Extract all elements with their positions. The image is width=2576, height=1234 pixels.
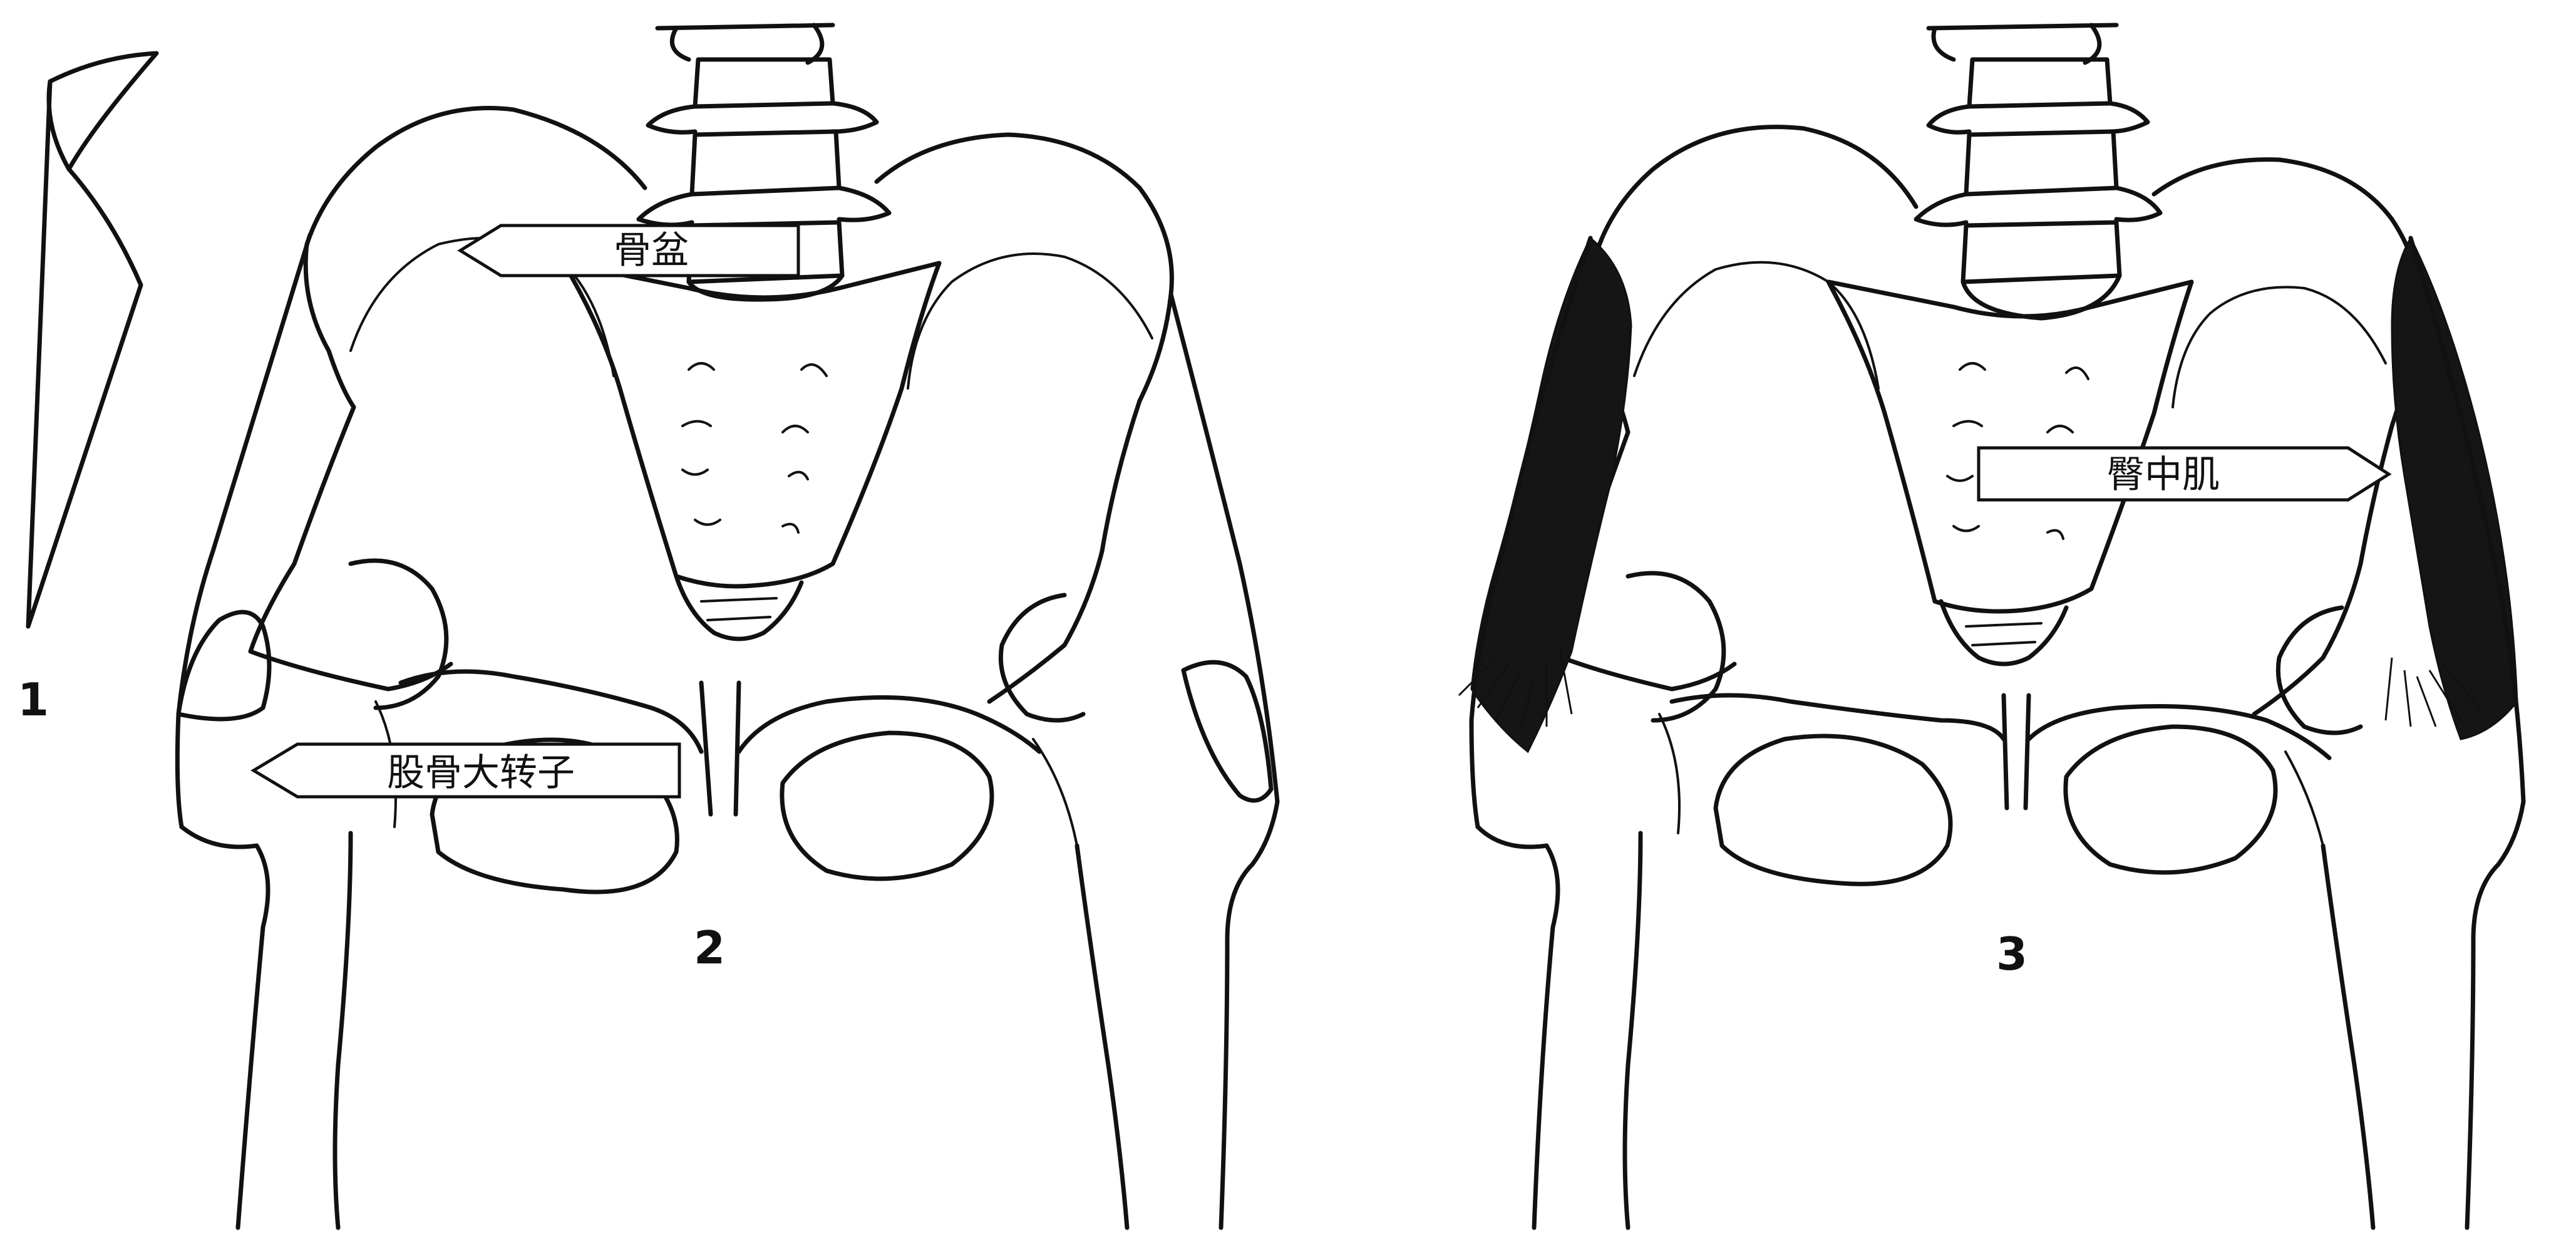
right-obturator-foramen — [2066, 727, 2275, 873]
pelvis-label-tag: 骨盆 — [460, 226, 798, 276]
right-femur-shaft-inner — [2323, 846, 2373, 1228]
right-femur-shaft-inner — [1077, 846, 1127, 1228]
left-acetabulum — [250, 407, 451, 689]
lumbar-vertebrae — [1916, 25, 2160, 318]
right-pubic-ramus — [739, 697, 1039, 752]
left-femur-shaft-inner — [335, 833, 351, 1228]
left-lateral-outline — [177, 235, 310, 827]
left-pubic-ramus — [1672, 695, 2004, 739]
gluteus-medius-left — [1459, 238, 1631, 752]
right-femur-shaft-outer — [2467, 802, 2523, 1228]
gluteus-medius-right — [2386, 238, 2517, 739]
right-obturator-foramen — [782, 733, 992, 879]
figure-3-pelvis-drawing — [1459, 25, 2523, 1228]
right-femur-shaft-outer — [1221, 802, 1277, 1228]
right-femoral-head — [2278, 608, 2361, 733]
gluteus-medius-label: 臀中肌 — [2107, 453, 2220, 497]
left-femur-shaft-inner — [1625, 833, 1641, 1228]
figure-2-pelvis-drawing — [177, 25, 1277, 1228]
left-iliac-crest — [1590, 127, 1916, 432]
figure-2-number: 2 — [694, 921, 725, 974]
pubic-symphysis — [2004, 695, 2029, 808]
pelvis-label: 骨盆 — [614, 229, 689, 272]
right-greater-trochanter — [1183, 662, 1271, 801]
gluteus-medius-label-tag: 臀中肌 — [1979, 448, 2389, 500]
right-acetabulum — [989, 401, 1140, 702]
sacrum — [564, 263, 939, 639]
figure-1-wedge-sketch — [28, 53, 157, 626]
left-femur-shaft-outer — [1478, 827, 1558, 1228]
pubic-symphysis — [701, 683, 739, 814]
left-obturator-foramen — [1716, 736, 1950, 884]
figure-1-number: 1 — [18, 673, 49, 726]
greater-trochanter-label: 股骨大转子 — [387, 751, 575, 795]
greater-trochanter-label-tag: 股骨大转子 — [254, 744, 679, 797]
right-femoral-head — [1001, 595, 1083, 720]
right-pubic-ramus — [2029, 707, 2329, 759]
figure-3-number: 3 — [1996, 928, 2027, 980]
left-femoral-head — [1628, 573, 1724, 720]
right-iliac-crest — [2154, 160, 2420, 426]
left-femur-shaft-outer — [182, 827, 268, 1228]
